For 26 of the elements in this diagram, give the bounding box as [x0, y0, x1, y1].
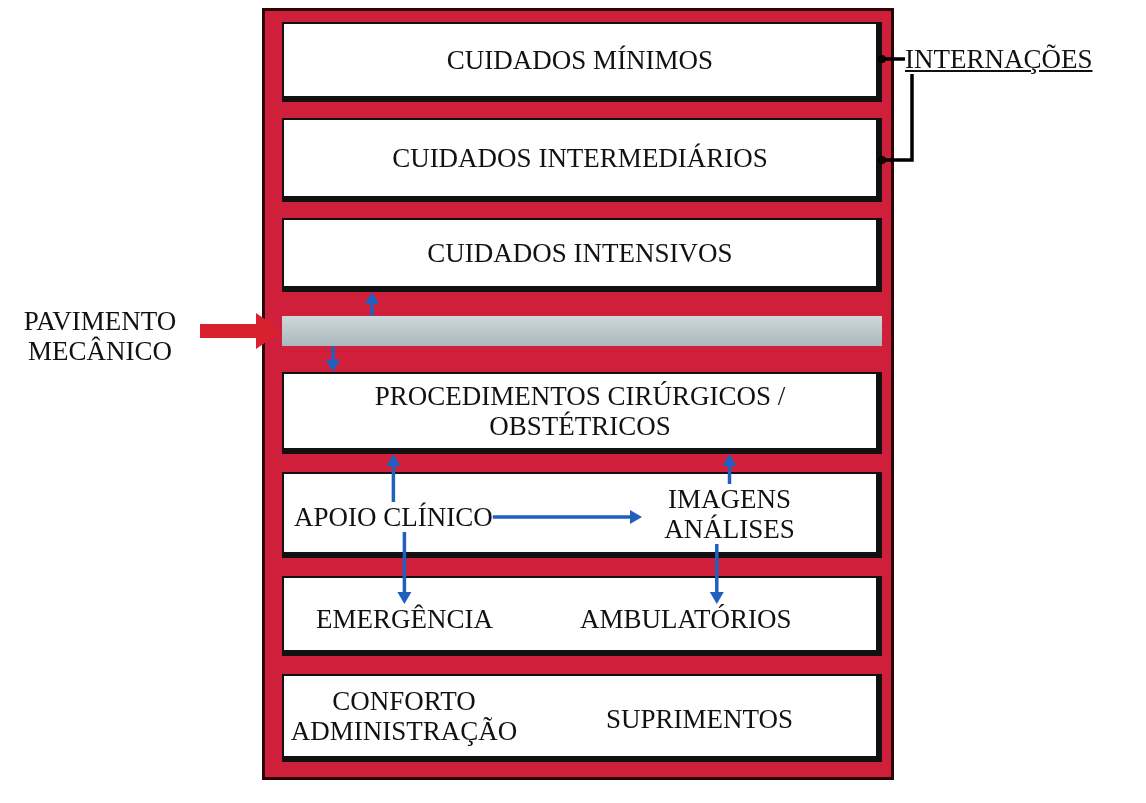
- arrow: [397, 532, 412, 604]
- floor-box: CUIDADOS MÍNIMOS: [282, 22, 882, 102]
- leader-line: [878, 55, 905, 63]
- arrow: [722, 454, 737, 484]
- leader-line: [878, 74, 914, 164]
- group-label: INTERNAÇÕES: [905, 44, 1093, 74]
- floor-box: [282, 674, 882, 762]
- arrow: [200, 313, 282, 349]
- floor-box: PROCEDIMENTOS CIRÚRGICOS / OBSTÉTRICOS: [282, 372, 882, 454]
- mechanical-floor-band: [282, 316, 882, 346]
- arrow: [365, 292, 379, 316]
- floor-box: CUIDADOS INTENSIVOS: [282, 218, 882, 292]
- department-label: EMERGÊNCIA: [316, 604, 493, 634]
- arrow: [709, 544, 724, 604]
- floor-box: CUIDADOS INTERMEDIÁRIOS: [282, 118, 882, 202]
- floor-box: [282, 576, 882, 656]
- department-label: SUPRIMENTOS: [606, 704, 794, 734]
- department-label: IMAGENS ANÁLISES: [642, 484, 817, 544]
- department-label: AMBULATÓRIOS: [580, 604, 792, 634]
- arrow: [386, 454, 401, 502]
- floor-box: [282, 472, 882, 558]
- department-label: APOIO CLÍNICO: [294, 502, 493, 532]
- arrow: [492, 510, 642, 524]
- department-label: CONFORTO ADMINISTRAÇÃO: [284, 686, 524, 746]
- arrow: [326, 346, 340, 372]
- floor-label: PAVIMENTO MECÂNICO: [0, 306, 200, 366]
